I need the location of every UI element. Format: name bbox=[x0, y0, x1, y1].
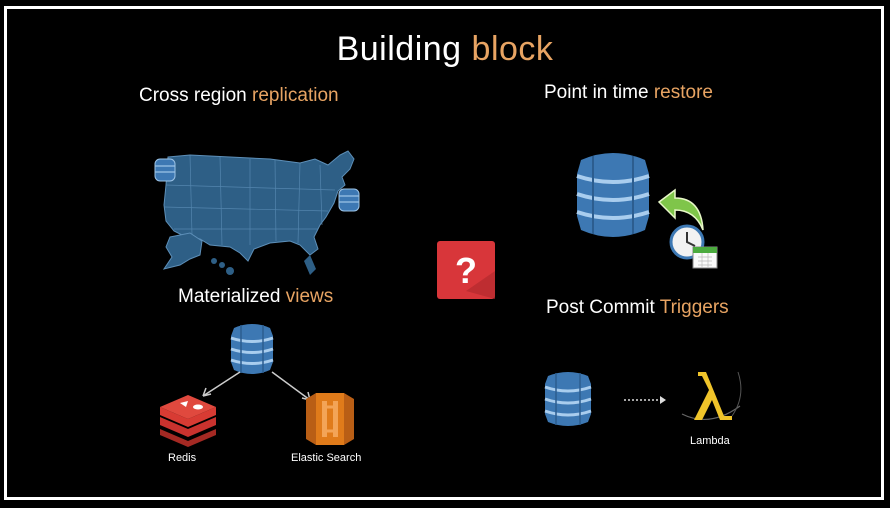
heading-post-commit-accent: Triggers bbox=[659, 297, 729, 318]
heading-post-commit: Post Commit Triggers bbox=[546, 297, 729, 319]
question-mark-text: ? bbox=[455, 250, 477, 291]
dynamodb-icon-trigger bbox=[544, 372, 592, 426]
redis-icon bbox=[160, 395, 216, 447]
label-redis: Redis bbox=[168, 452, 197, 464]
lambda-icon bbox=[681, 371, 742, 420]
arrow-to-redis bbox=[202, 371, 241, 397]
heading-materialized: Materialized views bbox=[178, 286, 333, 308]
heading-point-in-time-main: Point in time bbox=[544, 82, 649, 103]
dotted-arrow bbox=[624, 396, 666, 404]
dynamodb-icon-east bbox=[338, 188, 360, 212]
dynamodb-icon-west bbox=[154, 158, 176, 182]
heading-point-in-time: Point in time restore bbox=[544, 82, 713, 104]
us-map-icon bbox=[162, 150, 355, 275]
heading-cross-region: Cross region replication bbox=[139, 85, 339, 107]
question-icon bbox=[437, 241, 495, 299]
label-elastic-search: Elastic Search bbox=[291, 452, 362, 464]
heading-cross-region-main: Cross region bbox=[139, 85, 247, 106]
heading-point-in-time-accent: restore bbox=[653, 82, 713, 103]
elasticsearch-icon bbox=[306, 393, 354, 445]
heading-post-commit-main: Post Commit bbox=[546, 297, 655, 318]
calendar-icon bbox=[692, 246, 718, 269]
heading-materialized-main: Materialized bbox=[178, 286, 281, 307]
slide-title: Building block bbox=[0, 30, 890, 69]
heading-cross-region-accent: replication bbox=[252, 85, 339, 106]
title-accent: block bbox=[471, 30, 554, 68]
label-lambda: Lambda bbox=[690, 435, 730, 447]
restore-arrow-icon bbox=[657, 188, 704, 231]
dynamodb-icon-materialized bbox=[230, 324, 274, 374]
title-main: Building bbox=[336, 30, 462, 68]
dynamodb-icon-restore bbox=[576, 153, 650, 237]
heading-materialized-accent: views bbox=[285, 286, 334, 307]
